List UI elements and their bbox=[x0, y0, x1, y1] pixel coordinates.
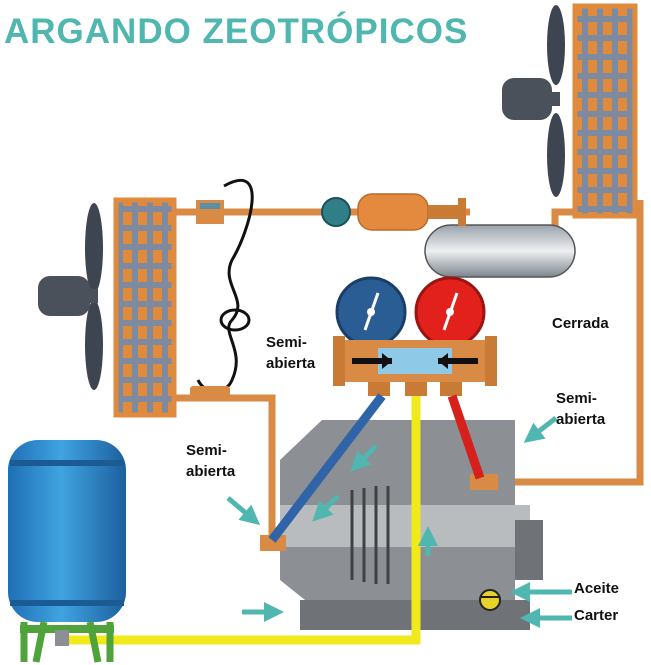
label-aceite: Aceite bbox=[574, 580, 620, 597]
receiver-tank bbox=[424, 224, 576, 278]
label-line: Semi- bbox=[186, 442, 227, 459]
label-line: abierta bbox=[266, 355, 316, 372]
service-hose bbox=[60, 396, 421, 645]
pointer-arrows bbox=[226, 416, 572, 628]
evaporator-fan-icon bbox=[38, 203, 103, 390]
expansion-valve bbox=[190, 178, 254, 398]
label-line: abierta bbox=[556, 411, 606, 428]
label-line: Semi- bbox=[556, 390, 597, 407]
page-title: ARGANDO ZEOTRÓPICOS bbox=[4, 12, 469, 51]
refrigerant-cylinder bbox=[8, 440, 126, 663]
condenser-fan-icon bbox=[502, 5, 565, 197]
label-carter: Carter bbox=[574, 607, 619, 624]
manifold-body bbox=[333, 336, 497, 396]
sight-glass-icon bbox=[321, 197, 351, 227]
label-semi-abierta-discharge: Semi- abierta bbox=[556, 388, 605, 430]
condenser-coil bbox=[572, 3, 638, 219]
low-pressure-gauge bbox=[335, 276, 407, 348]
label-line: abierta bbox=[186, 463, 236, 480]
low-side-hose bbox=[268, 393, 386, 543]
oil-sight-glass-icon bbox=[479, 589, 501, 611]
filter-drier bbox=[357, 193, 466, 231]
high-side-hose bbox=[447, 394, 485, 480]
label-semi-abierta-suction: Semi- abierta bbox=[186, 440, 235, 482]
label-semi-abierta-gauges: Semi- abierta bbox=[266, 332, 315, 374]
label-line: Semi- bbox=[266, 334, 307, 351]
evaporator-coil bbox=[113, 197, 177, 418]
label-cerrada: Cerrada bbox=[552, 315, 609, 332]
high-pressure-gauge bbox=[414, 276, 486, 348]
